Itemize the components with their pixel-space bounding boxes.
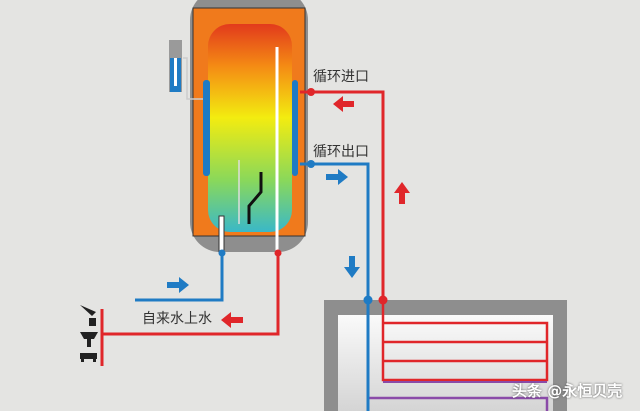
arrow-down-icon	[344, 256, 360, 278]
bathtub-icon	[80, 353, 97, 362]
circulation-outlet-label: 循环出口	[313, 144, 369, 160]
arrow-right-icon	[326, 169, 348, 185]
washbasin-icon	[80, 332, 98, 347]
tap-cold-pipe	[135, 252, 224, 302]
circulation-hot-pipe	[300, 90, 385, 300]
left-heat-exchanger	[203, 80, 210, 176]
shower-icon	[80, 305, 96, 326]
heating-element	[247, 172, 263, 224]
arrow-left-icon	[333, 96, 354, 112]
tap-hot-pipe	[103, 252, 280, 336]
solar-collector	[324, 295, 567, 411]
arrow-left-icon	[221, 312, 243, 328]
circulation-inlet-label: 循环进口	[313, 69, 369, 85]
right-heat-exchanger	[292, 80, 298, 176]
arrow-up-icon	[394, 182, 410, 204]
watermark: 头条 @永恒贝壳	[512, 382, 623, 400]
arrow-right-icon	[167, 277, 189, 293]
tap-water-supply-label: 自来水上水	[142, 311, 212, 327]
pressure-gauge	[169, 40, 203, 100]
water-tank	[190, 0, 308, 253]
